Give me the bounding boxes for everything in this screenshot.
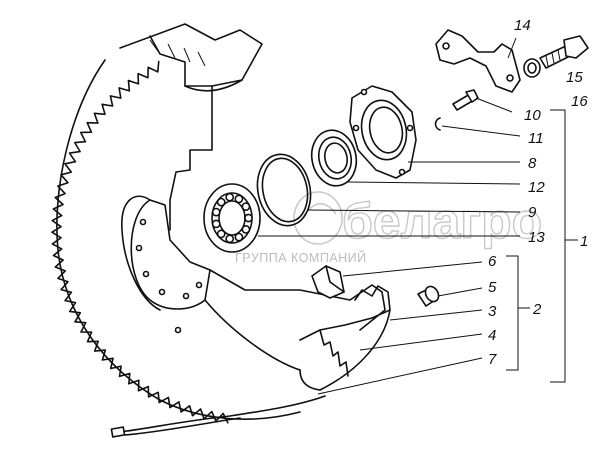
retaining-ring: [256, 153, 312, 227]
callout-9: 9: [528, 204, 537, 221]
oil-seal: [310, 129, 358, 187]
bolt-10: [452, 89, 479, 111]
flywheel-hub: [119, 23, 391, 391]
callout-12: 12: [528, 179, 545, 196]
bearing-ball: [234, 232, 244, 242]
bearing-ball: [211, 219, 221, 229]
callout-14: 14: [514, 17, 531, 34]
bearing-ball: [211, 207, 221, 217]
callout-11: 11: [528, 130, 544, 147]
bearing-ball: [225, 192, 235, 202]
callout-13: 13: [528, 229, 545, 246]
callout-16: 16: [571, 93, 588, 110]
lock-plate: [435, 29, 521, 93]
watermark-brand: белагро: [342, 193, 542, 249]
callout-labels: 14 15 16 10 11 8 12 9 13 1 6 5 3 2 4 7: [488, 17, 588, 368]
bearing-cover: [349, 85, 417, 179]
bearing-ball: [241, 224, 251, 234]
bearing-ball: [241, 202, 251, 211]
bearing-ball: [244, 213, 253, 223]
bearing-ball: [234, 194, 244, 204]
callout-8: 8: [528, 155, 537, 172]
leader-lines: [258, 37, 578, 395]
callout-7: 7: [488, 351, 497, 368]
callout-4: 4: [488, 327, 496, 344]
washer-11: [434, 117, 441, 131]
ball-bearing: [203, 183, 261, 253]
callout-5: 5: [488, 279, 497, 296]
bearing-ball: [216, 197, 226, 207]
callout-6: 6: [488, 253, 497, 270]
callout-group-1: 1: [580, 233, 588, 250]
bushing-5: [417, 285, 440, 307]
washer-16: [523, 58, 541, 78]
bearing-ball: [225, 234, 235, 244]
callout-3: 3: [488, 303, 497, 320]
watermark-tagline: ГРУППА КОМПАНИЙ: [235, 250, 367, 265]
flywheel-ring-gear: [51, 59, 301, 424]
watermark: белагро ГРУППА КОМПАНИЙ: [235, 191, 543, 265]
callout-10: 10: [524, 107, 541, 124]
callout-15: 15: [566, 69, 583, 86]
pin-6: [311, 265, 345, 299]
bolt-15: [539, 35, 589, 69]
bearing-ball: [216, 229, 226, 239]
callout-group-2: 2: [532, 301, 542, 318]
hub-bolt-holes: [135, 218, 203, 334]
sensor-wire: [110, 395, 326, 438]
